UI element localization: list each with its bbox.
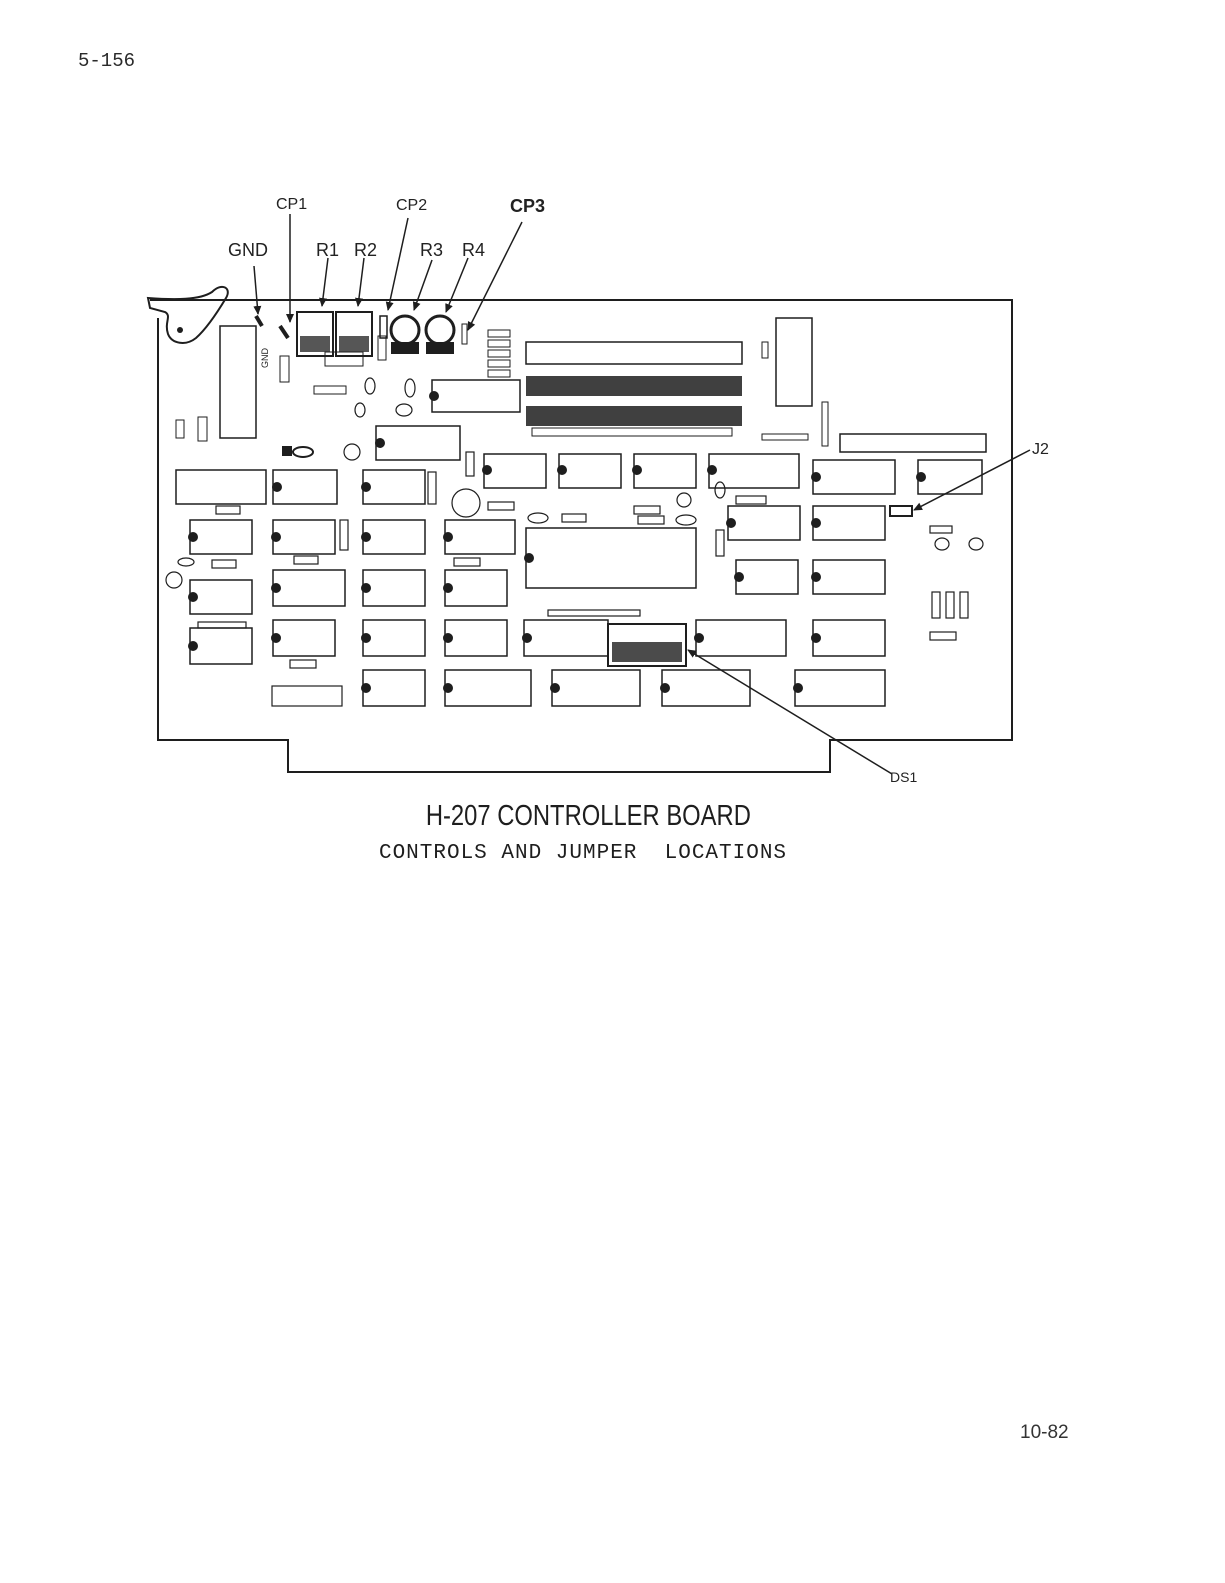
callout-cp3: CP3 bbox=[510, 196, 545, 216]
chip-top-right-vertical bbox=[776, 318, 812, 406]
connector-row-2 bbox=[526, 406, 742, 426]
revision-date: 10-82 bbox=[1020, 1422, 1069, 1444]
j2-jumper bbox=[890, 506, 912, 516]
figure-caption-subtitle: CONTROLS AND JUMPER LOCATIONS bbox=[0, 842, 1166, 865]
callout-r3: R3 bbox=[420, 240, 443, 260]
connector-row-1 bbox=[526, 376, 742, 396]
chip-left-vertical bbox=[220, 326, 256, 438]
callout-gnd: GND bbox=[228, 240, 268, 260]
ic-grid bbox=[176, 380, 982, 706]
callout-ds1: DS1 bbox=[890, 769, 917, 785]
r4-pot bbox=[426, 316, 454, 344]
ds1-dip-switch bbox=[608, 624, 686, 666]
callout-r1: R1 bbox=[316, 240, 339, 260]
board-ejector-tab bbox=[148, 287, 228, 343]
callout-cp2: CP2 bbox=[396, 197, 427, 214]
callout-r2: R2 bbox=[354, 240, 377, 260]
controller-board-diagram: GND bbox=[0, 0, 1225, 800]
r3-pot bbox=[391, 316, 419, 344]
figure-caption-title: H-207 CONTROLLER BOARD bbox=[106, 800, 1070, 833]
callout-cp1: CP1 bbox=[276, 196, 307, 213]
header-strip-top bbox=[526, 342, 742, 364]
silkscreen-gnd: GND bbox=[260, 348, 270, 369]
callout-r4: R4 bbox=[462, 240, 485, 260]
callout-j2: J2 bbox=[1032, 441, 1049, 458]
